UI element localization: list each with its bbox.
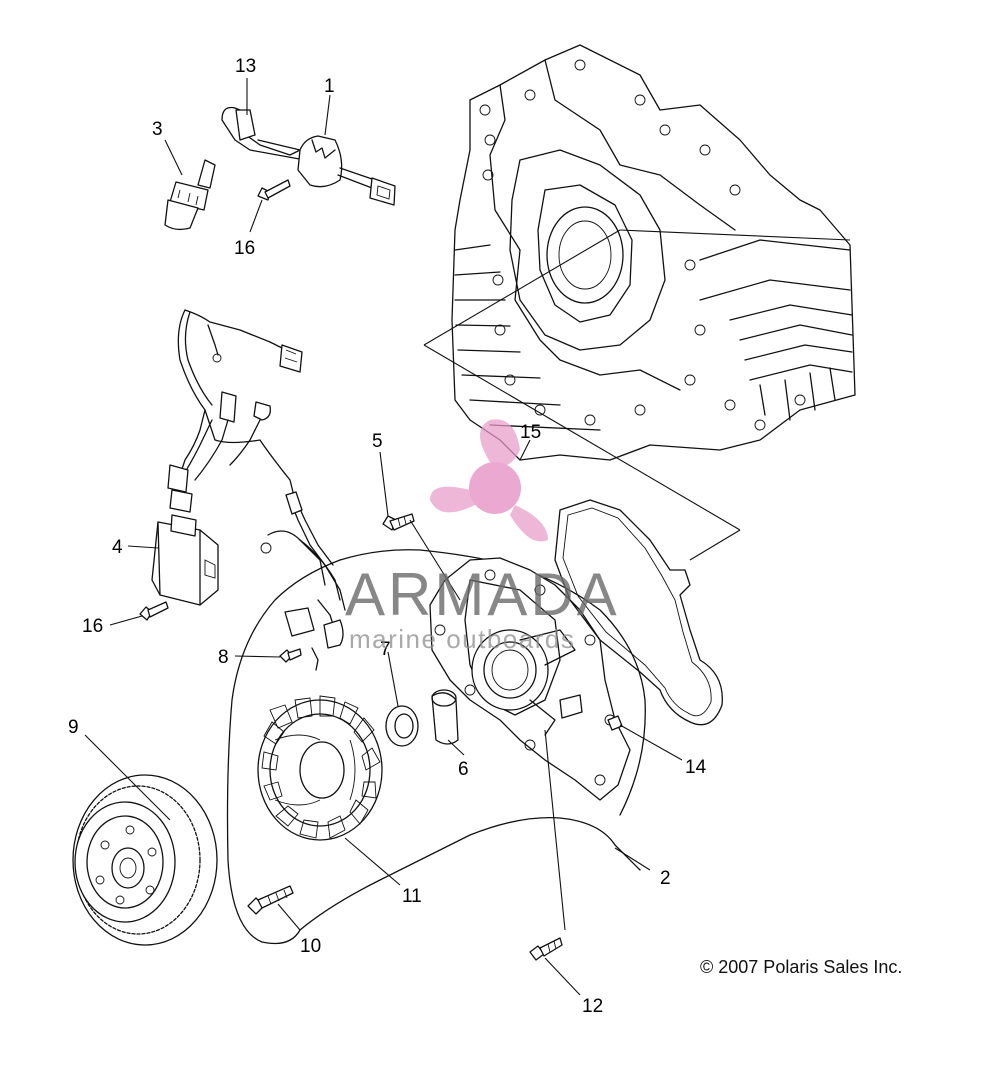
gasket-drawing	[554, 499, 723, 726]
label-8: 8	[218, 647, 229, 668]
screw-8-drawing	[279, 648, 302, 663]
watermark-subtitle: marine outboards	[349, 624, 576, 654]
part-labels: 13 1 3 16 5 15 4 16 8 7 9 6 14 2 11 10 1…	[68, 56, 707, 1017]
label-10: 10	[300, 936, 321, 957]
stator-drawing	[257, 695, 383, 841]
label-3: 3	[152, 119, 163, 140]
stator-cover-drawing	[429, 557, 631, 801]
label-16-top: 16	[234, 238, 255, 259]
seal-7-drawing	[385, 705, 419, 747]
label-7: 7	[380, 639, 391, 660]
watermark-propeller-logo	[430, 419, 548, 542]
bolt-16-top-drawing	[257, 179, 291, 201]
crankcase-drawing	[423, 44, 856, 561]
label-2: 2	[660, 868, 671, 889]
label-16-lower: 16	[82, 616, 103, 637]
label-14: 14	[685, 757, 707, 778]
bolt-12-drawing	[529, 937, 563, 961]
bolt-16-lower-drawing	[139, 601, 169, 621]
label-12: 12	[582, 996, 603, 1017]
bolt-5-drawing	[382, 513, 415, 531]
label-11: 11	[402, 886, 422, 907]
watermark-name: ARMADA	[345, 561, 620, 628]
label-15: 15	[520, 422, 541, 443]
spark-plug-drawing	[164, 159, 216, 231]
label-13: 13	[235, 56, 256, 77]
label-4: 4	[112, 537, 123, 558]
ignition-coil-drawing	[221, 106, 396, 206]
copyright-notice: © 2007 Polaris Sales Inc.	[700, 957, 903, 977]
label-9: 9	[68, 717, 79, 738]
bushing-6-drawing	[431, 689, 459, 745]
cdi-box-drawing	[151, 514, 219, 606]
label-6: 6	[458, 759, 469, 780]
bolt-10-drawing	[247, 885, 294, 915]
label-5: 5	[372, 431, 383, 452]
flywheel-drawing	[72, 774, 218, 946]
label-1: 1	[324, 76, 335, 97]
leader-lines	[84, 78, 683, 996]
wire-harness-drawing	[167, 309, 646, 945]
